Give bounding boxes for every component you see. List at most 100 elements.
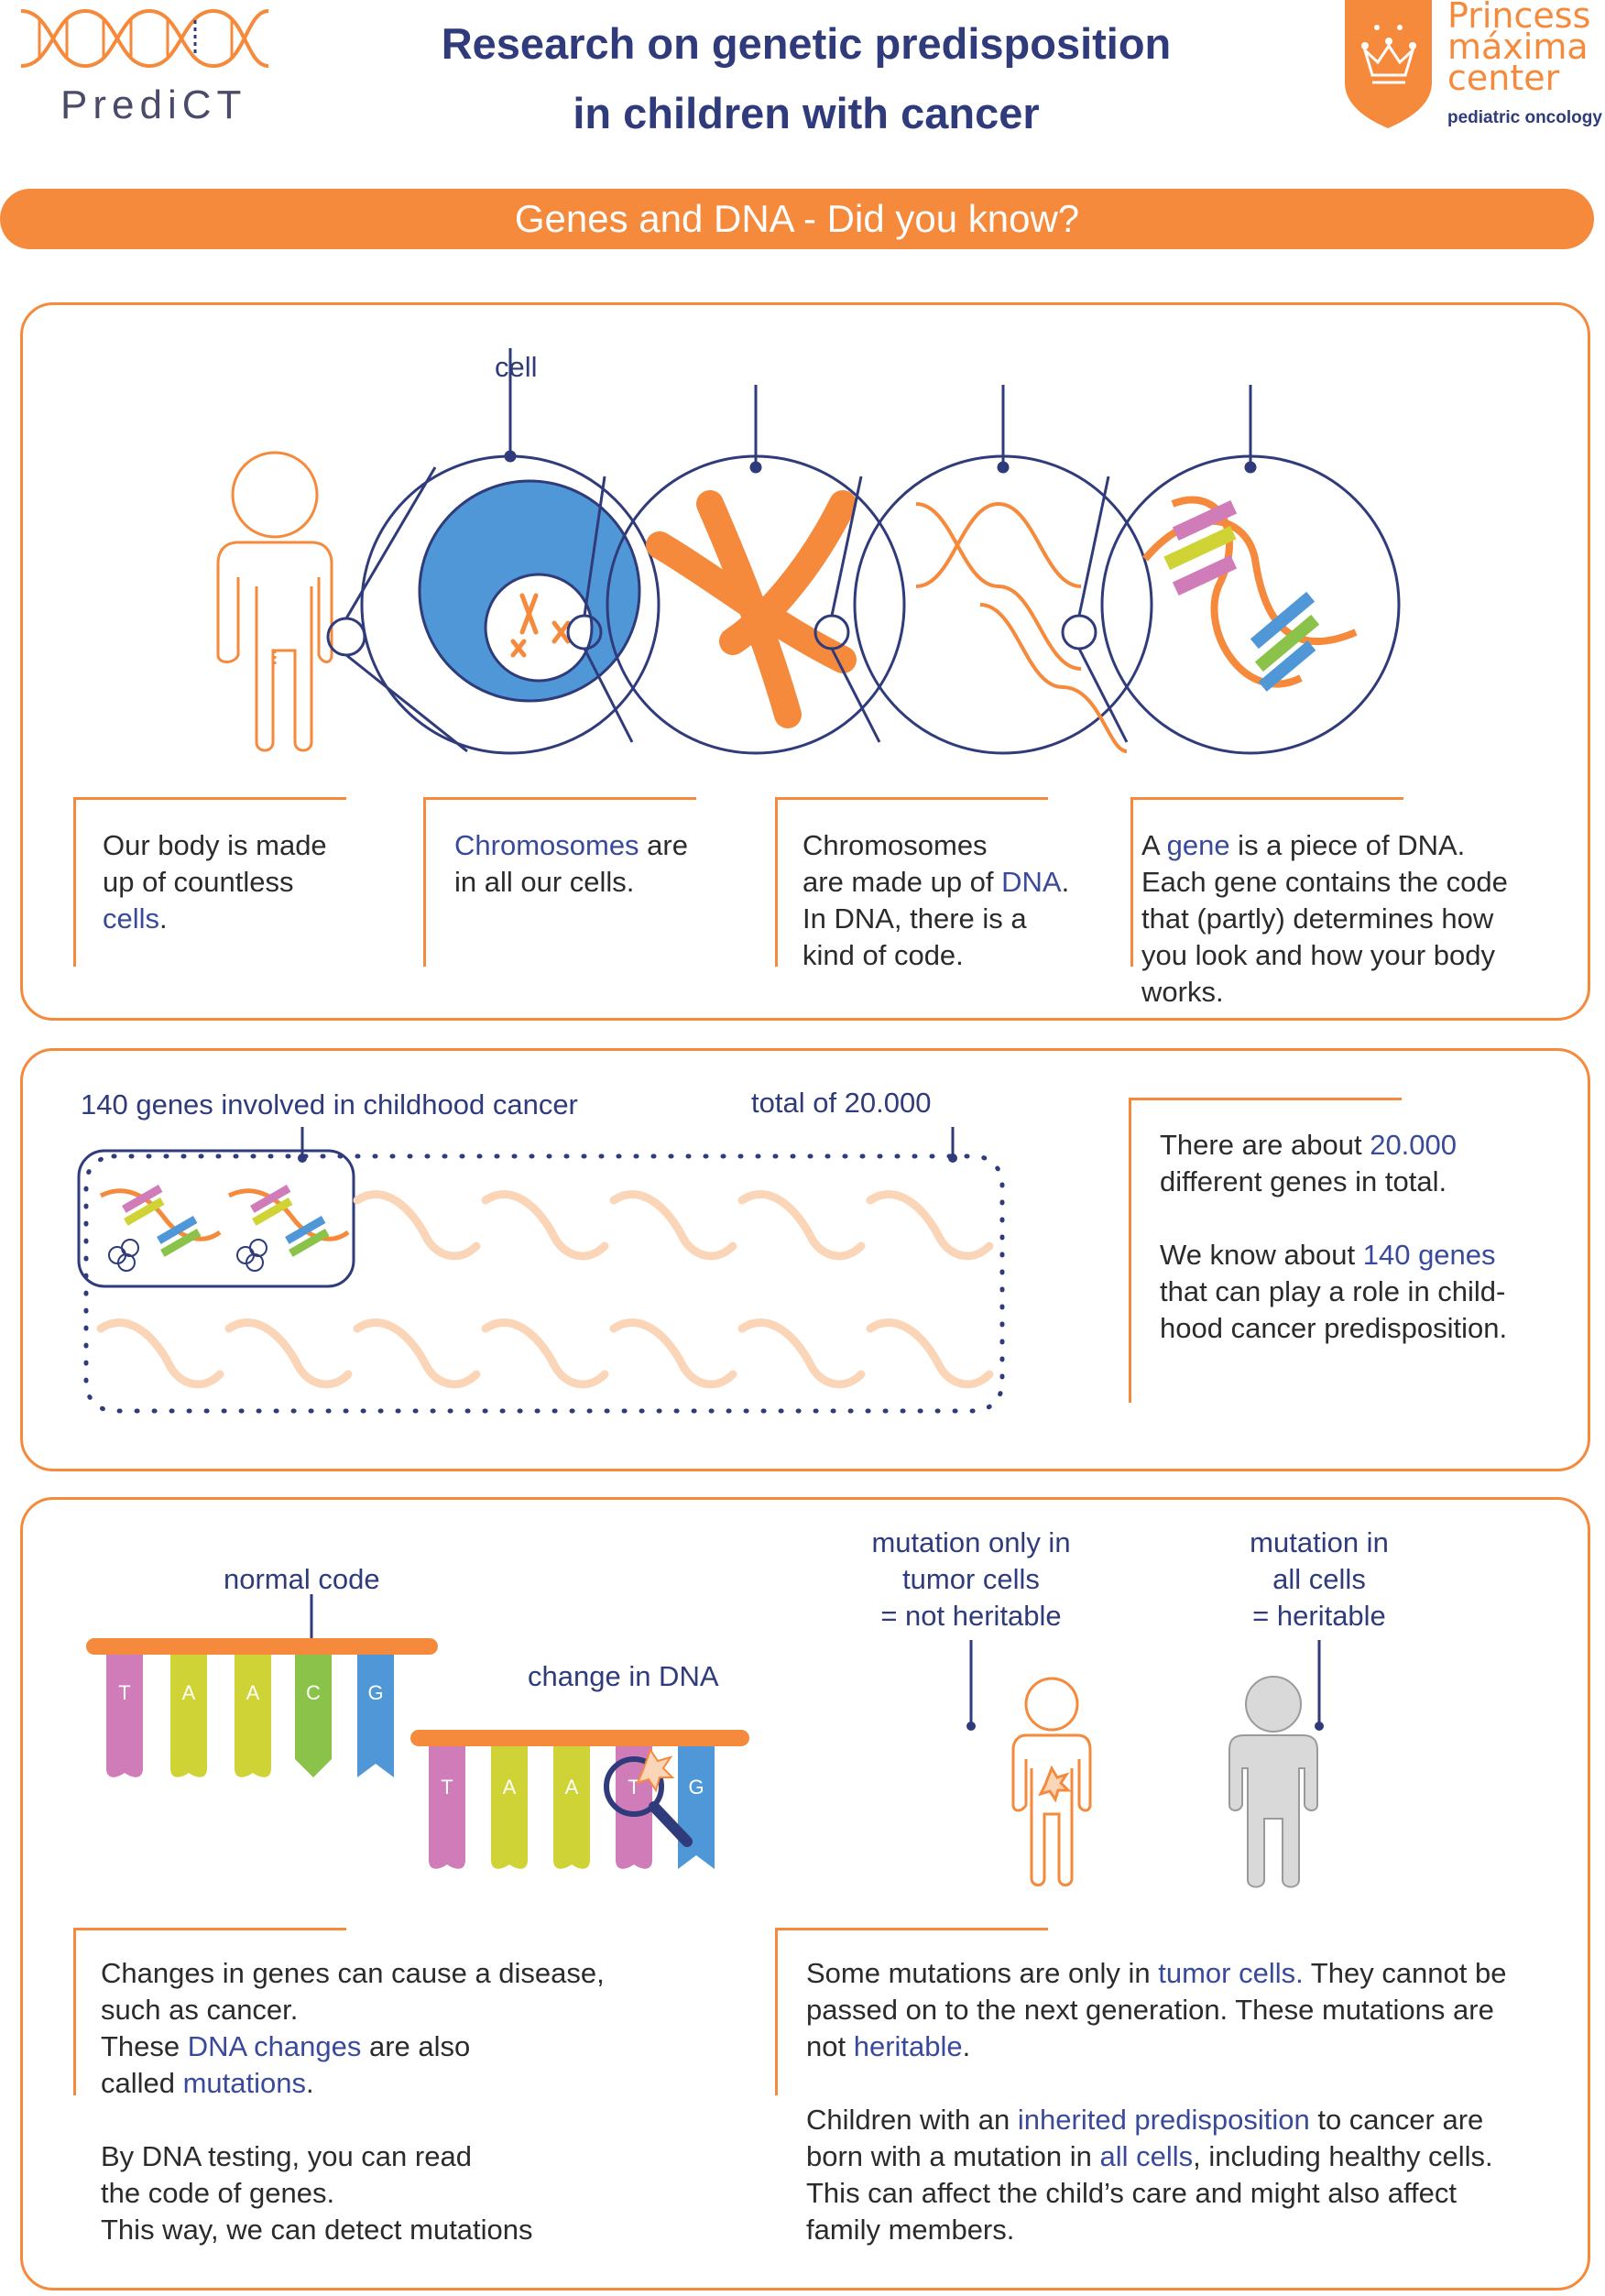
changed-letter-3: T — [628, 1776, 639, 1799]
tumor-label-line2: tumor cells — [902, 1563, 1040, 1595]
normal-letter-3: C — [306, 1681, 321, 1704]
mutation-explain-text: Changes in genes can cause a disease, su… — [101, 1955, 605, 2248]
gene-stats-text: There are about 20.000 different genes i… — [1160, 1127, 1507, 1347]
card3-line3: In DNA, there is a — [802, 902, 1027, 935]
child-outline-icon — [216, 451, 333, 752]
child-all-cells-icon — [1228, 1676, 1318, 1888]
card-text-gene: A gene is a piece of DNA. Each gene cont… — [1141, 827, 1508, 1011]
panel-mutations — [20, 1497, 1590, 2291]
gene-grid-illustration — [77, 1127, 1005, 1414]
term-dna: DNA — [1001, 866, 1062, 898]
gene-icon — [1141, 496, 1358, 692]
tumor-label-line1: mutation only in — [871, 1526, 1071, 1558]
banner-title: Genes and DNA - Did you know? — [514, 197, 1080, 240]
partner-name-line2: máxima — [1447, 27, 1589, 67]
her-b4: family members. — [806, 2214, 1015, 2246]
card4-line3: that (partly) determines how — [1141, 902, 1494, 935]
normal-letter-1: A — [182, 1681, 196, 1704]
term-chromosomes: Chromosomes — [454, 829, 639, 861]
term-cells: cells — [103, 902, 160, 935]
card-text-cells: Our body is made up of countless cells. — [103, 827, 327, 937]
magnifier-icon — [604, 1747, 693, 1847]
card-text-chromosomes: Chromosomes are in all our cells. — [454, 827, 688, 901]
card-bracket-3 — [775, 797, 1048, 967]
section-banner: Genes and DNA - Did you know? — [0, 189, 1594, 249]
stats-p2a: We know about — [1160, 1239, 1363, 1271]
her-a1a: Some mutations are only in — [806, 1957, 1159, 1989]
cell-label: cell — [495, 351, 538, 383]
partner-logo: Princess máxima center pediatric oncolog… — [1345, 0, 1602, 137]
card-bracket-2 — [423, 797, 696, 967]
card-bracket-4 — [1130, 797, 1403, 967]
mut-line2: such as cancer. — [101, 1994, 299, 2026]
card4-line1b: is a piece of DNA. — [1229, 829, 1466, 861]
mutation-bracket-right — [775, 1928, 1048, 2095]
card3-line1: Chromosomes — [802, 829, 988, 861]
mut-line3a: These — [101, 2030, 188, 2062]
card1-period: . — [159, 902, 168, 935]
normal-code-label: normal code — [224, 1563, 380, 1595]
partner-name-line1: Princess — [1447, 0, 1591, 36]
her-a3c: . — [962, 2030, 971, 2062]
panel-gene-counts — [20, 1048, 1590, 1471]
term-all-cells: all cells — [1099, 2140, 1194, 2172]
her-b1c: to cancer are — [1309, 2104, 1484, 2136]
stats-p2-line3: hood cancer predisposition. — [1160, 1312, 1508, 1344]
card3-line4: kind of code. — [802, 939, 964, 971]
mut-line4c: . — [306, 2067, 314, 2099]
mut-line3c: are also — [361, 2030, 471, 2062]
all-label-line2: all cells — [1272, 1563, 1366, 1595]
stats-p1a: There are about — [1160, 1129, 1370, 1161]
card4-line4: you look and how your body — [1141, 939, 1496, 971]
stats-p2-line2: that can play a role in child- — [1160, 1275, 1506, 1307]
term-gene: gene — [1166, 829, 1230, 861]
card1-line2: up of countless — [103, 866, 294, 898]
label-140-genes: 140 genes involved in childhood cancer — [81, 1088, 578, 1121]
dna-strand-icon — [915, 501, 1128, 753]
all-label-line1: mutation in — [1250, 1526, 1389, 1558]
card-text-dna: Chromosomes are made up of DNA. In DNA, … — [802, 827, 1069, 974]
mut-line5: By DNA testing, you can read — [101, 2140, 472, 2172]
all-cells-mutation-label: mutation in all cells = heritable — [1182, 1525, 1457, 1635]
faded-gene-icons — [96, 1190, 994, 1389]
card2-line2: in all our cells. — [454, 866, 635, 898]
her-a1c: They cannot be — [1303, 1957, 1507, 1989]
cell-icon — [418, 479, 641, 703]
cancer-gene-icon — [99, 1185, 222, 1272]
partner-tagline: pediatric oncology — [1447, 108, 1602, 127]
mut-line6: the code of genes. — [101, 2177, 335, 2209]
stats-p1-line2: different genes in total. — [1160, 1165, 1447, 1197]
partner-name-line3: center — [1447, 58, 1560, 98]
her-b2a: born with a mutation in — [806, 2140, 1100, 2172]
label-total-genes: total of 20.000 — [751, 1087, 932, 1119]
normal-letter-0: T — [118, 1681, 130, 1704]
panel-genes-dna — [20, 302, 1590, 1021]
her-b1a: Children with an — [806, 2104, 1018, 2136]
predict-logo: PrediCT — [16, 2, 273, 127]
tumor-mutation-label: mutation only in tumor cells = not herit… — [824, 1525, 1118, 1635]
body-to-gene-illustration — [216, 348, 1401, 755]
card4-a: A — [1141, 829, 1167, 861]
her-b2c: , including healthy cells. — [1193, 2140, 1493, 2172]
changed-letter-1: A — [503, 1776, 517, 1799]
logo-text: PrediCT — [60, 82, 247, 127]
change-in-dna-label: change in DNA — [528, 1660, 719, 1692]
heritability-figures — [966, 1640, 1324, 1888]
term-dna-changes: DNA changes — [187, 2030, 362, 2062]
page-title-line2: in children with cancer — [573, 89, 1040, 137]
her-a2: passed on to the next generation. These … — [806, 1994, 1494, 2026]
term-inherited-predisposition: inherited predisposition — [1017, 2104, 1310, 2136]
her-a3a: not — [806, 2030, 854, 2062]
changed-letter-2: A — [565, 1776, 579, 1799]
card1-line1: Our body is made — [103, 829, 327, 861]
changed-letter-0: T — [441, 1776, 453, 1799]
heritability-explain-text: Some mutations are only in tumor cells. … — [806, 1955, 1507, 2248]
mut-line1: Changes in genes can cause a disease, — [101, 1957, 605, 1989]
crown-shield-icon — [1345, 0, 1432, 128]
mutation-bracket-left — [73, 1928, 346, 2095]
page-title-line1: Research on genetic predisposition — [441, 19, 1172, 68]
card4-line5: works. — [1141, 976, 1224, 1008]
card4-line2: Each gene contains the code — [1141, 866, 1508, 898]
mut-line7: This way, we can detect mutations — [101, 2214, 533, 2246]
dna-code-illustration: T A A C G T A A T G — [86, 1594, 749, 1869]
